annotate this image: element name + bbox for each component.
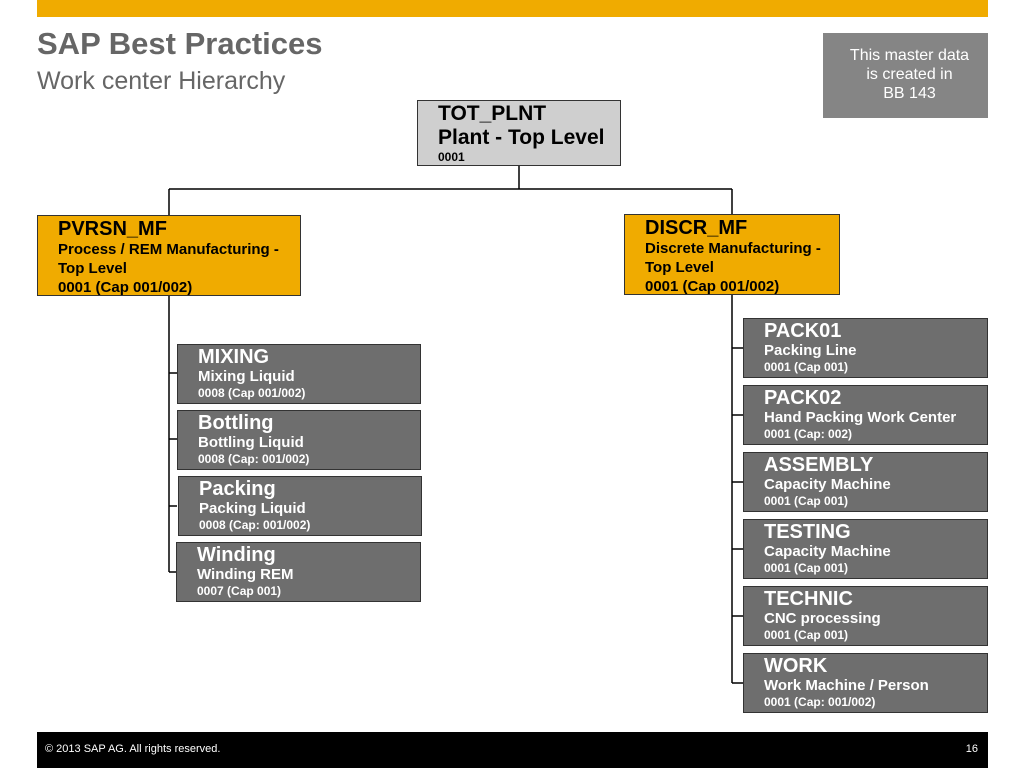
node-mixing: MIXING Mixing Liquid 0008 (Cap 001/002) <box>177 344 421 404</box>
node-desc: Capacity Machine <box>764 543 891 560</box>
node-code: TESTING <box>764 521 851 543</box>
node-sub: 0001 (Cap 001) <box>764 628 849 642</box>
note-line: This master data <box>849 47 970 64</box>
node-sub: 0008 (Cap: 001/002) <box>198 452 310 466</box>
node-sub: 0001 (Cap 001/002) <box>645 278 780 295</box>
node-sub: 0007 (Cap 001) <box>197 584 282 598</box>
note-line: is created in <box>866 66 953 83</box>
node-code: WORK <box>764 655 828 677</box>
master-data-note: This master data is created in BB 143 <box>823 33 988 118</box>
node-code: Packing <box>199 478 276 500</box>
node-desc: Discrete Manufacturing - Top Level <box>645 240 821 276</box>
node-code: MIXING <box>198 346 270 368</box>
node-code: PACK01 <box>764 320 842 342</box>
node-tot-plnt: TOT_PLNT Plant - Top Level 0001 <box>417 100 621 166</box>
node-code: PVRSN_MF <box>58 218 167 240</box>
footer-bar: © 2013 SAP AG. All rights reserved. 16 <box>37 732 988 768</box>
node-desc: Work Machine / Person <box>764 677 929 694</box>
top-accent-bar <box>37 0 988 17</box>
node-desc: Winding REM <box>197 566 294 583</box>
node-pvrsn-mf: PVRSN_MF Process / REM Manufacturing - T… <box>37 215 301 296</box>
node-sub: 0008 (Cap 001/002) <box>198 386 306 400</box>
node-desc: Bottling Liquid <box>198 434 304 451</box>
node-winding: Winding Winding REM 0007 (Cap 001) <box>176 542 421 602</box>
node-code: PACK02 <box>764 387 842 409</box>
node-testing: TESTING Capacity Machine 0001 (Cap 001) <box>743 519 988 579</box>
node-sub: 0001 (Cap 001) <box>764 494 849 508</box>
node-sub: 0001 <box>438 150 465 164</box>
note-line: BB 143 <box>883 85 936 102</box>
node-discr-mf: DISCR_MF Discrete Manufacturing - Top Le… <box>624 214 840 295</box>
node-sub: 0001 (Cap 001/002) <box>58 279 193 296</box>
node-desc: Packing Liquid <box>199 500 306 517</box>
page-number: 16 <box>965 743 978 755</box>
node-desc: Plant - Top Level <box>438 126 605 149</box>
node-code: Bottling <box>198 412 274 434</box>
node-sub: 0001 (Cap 001) <box>764 360 849 374</box>
node-bottling: Bottling Bottling Liquid 0008 (Cap: 001/… <box>177 410 421 470</box>
node-sub: 0001 (Cap 001) <box>764 561 849 575</box>
node-desc: Packing Line <box>764 342 857 359</box>
node-code: ASSEMBLY <box>764 454 874 476</box>
node-packing: Packing Packing Liquid 0008 (Cap: 001/00… <box>178 476 422 536</box>
node-desc: Hand Packing Work Center <box>764 409 957 426</box>
node-pack02: PACK02 Hand Packing Work Center 0001 (Ca… <box>743 385 988 445</box>
node-code: TOT_PLNT <box>438 102 547 125</box>
node-desc: Mixing Liquid <box>198 368 295 385</box>
node-desc: Capacity Machine <box>764 476 891 493</box>
page-subtitle: Work center Hierarchy <box>37 67 286 95</box>
node-pack01: PACK01 Packing Line 0001 (Cap 001) <box>743 318 988 378</box>
node-code: Winding <box>197 544 276 566</box>
page-title: SAP Best Practices <box>37 26 323 61</box>
node-work: WORK Work Machine / Person 0001 (Cap: 00… <box>743 653 988 713</box>
node-desc: CNC processing <box>764 610 881 627</box>
node-code: TECHNIC <box>764 588 853 610</box>
node-sub: 0001 (Cap: 002) <box>764 427 853 441</box>
node-sub: 0001 (Cap: 001/002) <box>764 695 876 709</box>
node-desc: Process / REM Manufacturing - Top Level <box>58 241 279 277</box>
node-sub: 0008 (Cap: 001/002) <box>199 518 311 532</box>
copyright-text: © 2013 SAP AG. All rights reserved. <box>45 743 221 755</box>
node-technic: TECHNIC CNC processing 0001 (Cap 001) <box>743 586 988 646</box>
node-assembly: ASSEMBLY Capacity Machine 0001 (Cap 001) <box>743 452 988 512</box>
node-code: DISCR_MF <box>645 217 748 239</box>
